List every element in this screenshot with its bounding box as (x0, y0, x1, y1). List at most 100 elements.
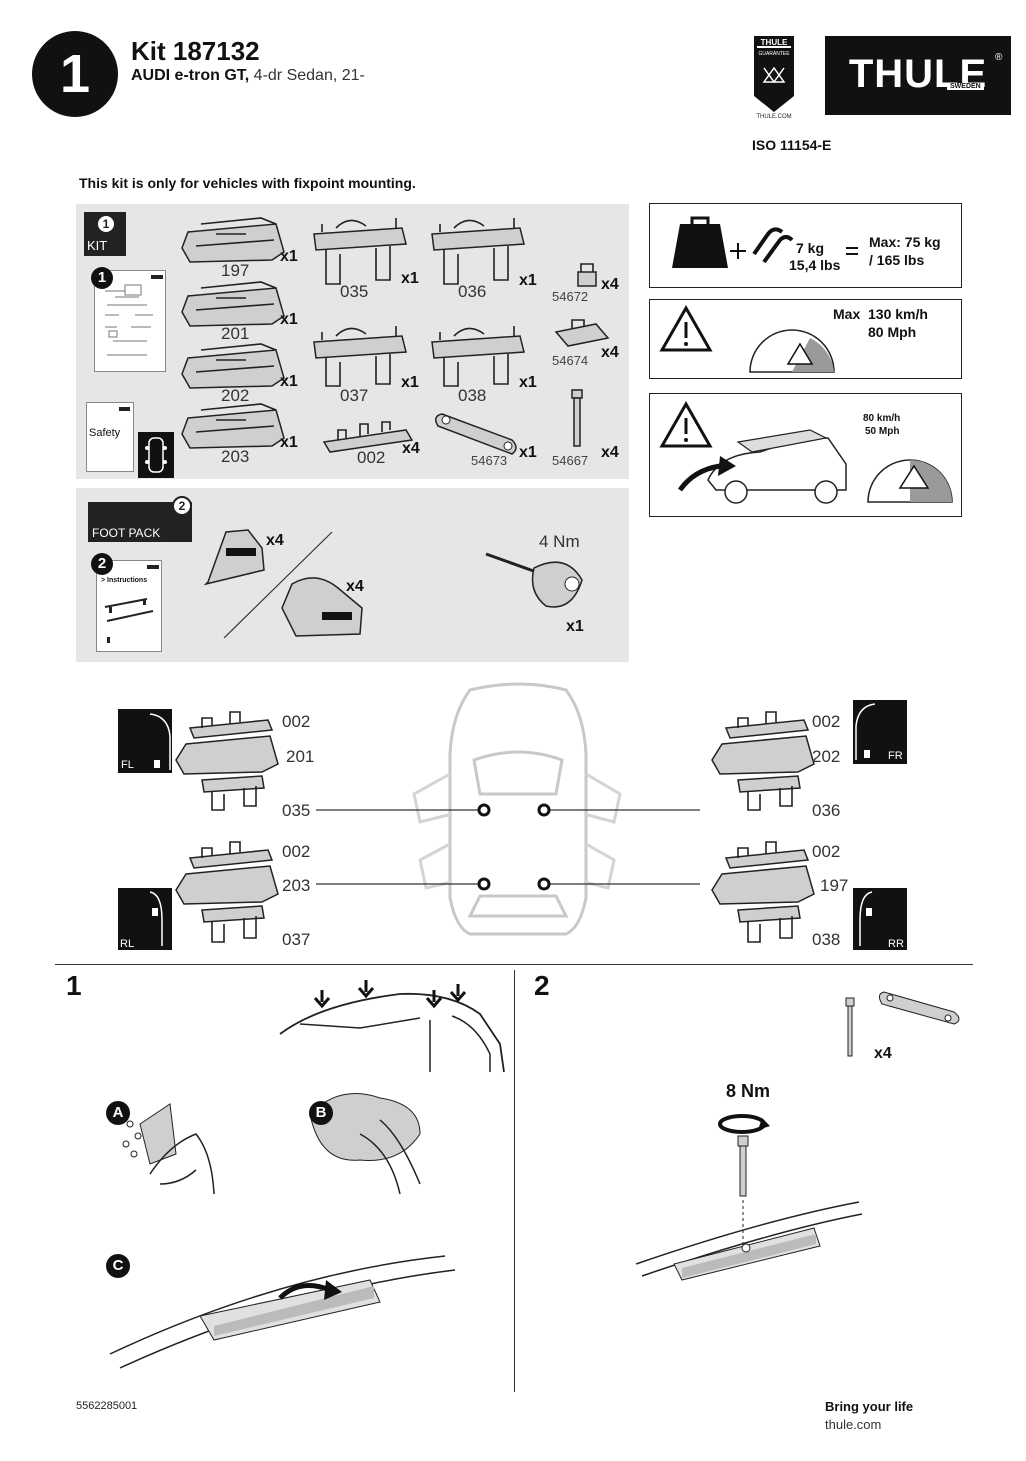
corner-fr-icon (853, 700, 907, 764)
max-load-box: 7 kg 15,4 lbs Max: 75 kg / 165 lbs (649, 203, 962, 288)
fr-pad-code: 002 (812, 712, 841, 731)
manual-thumbnail-icon (105, 275, 163, 356)
thule-foot-b-icon (281, 577, 363, 637)
warning-car-speedometer-icon (659, 400, 953, 504)
bracket-036-icon (431, 218, 525, 285)
footer-tagline: Bring your life (825, 1399, 914, 1414)
kit-badge-label: KIT (87, 238, 108, 253)
part-code-54667: 54667 (552, 453, 589, 468)
max-speed-box: Max 130 km/h 80 Mph (649, 299, 962, 379)
sub-step-a-label: A (112, 1104, 124, 1121)
clip-54674-icon (554, 319, 610, 347)
speed-max-mph: 80 Mph (868, 324, 917, 340)
foot-pack-badge-label: FOOT PACK (92, 526, 161, 540)
foot-pack-manual-label: > Instructions (101, 577, 148, 584)
corner-rr-label: RR (888, 938, 904, 950)
roof-rail-wipe-icon (109, 1255, 456, 1369)
speed-max-kmh: 130 km/h (868, 306, 928, 322)
part-code-036: 036 (458, 282, 487, 301)
vehicle-line: AUDI e-tron GT, 4-dr Sedan, 21- (131, 67, 365, 85)
guarantee-shield-icon (754, 36, 794, 112)
roof-bars-icon (104, 598, 154, 643)
kit-weight-lbs: 15,4 lbs (789, 257, 841, 273)
part-qty-002: x4 (402, 440, 420, 457)
part-qty-036: x1 (519, 272, 537, 289)
corner-rl-icon (118, 888, 172, 950)
part-qty-201: x1 (280, 311, 298, 328)
foot-pack-manual-number: 2 (91, 553, 113, 575)
bracket-035-icon (313, 218, 407, 285)
step-2-number: 2 (534, 970, 550, 1001)
fr-foot-code: 202 (812, 747, 841, 766)
fr-part-stack-icon (711, 711, 815, 811)
placement-diagram (118, 682, 907, 950)
tool-torque: 4 Nm (539, 532, 580, 551)
step-number: 1 (59, 44, 91, 104)
kit-manual: 1 (91, 267, 166, 372)
foot-pack-panel: 2 FOOT PACK > Instructions 2 x4 x4 4 Nm … (76, 488, 629, 662)
fixpoint-notice: This kit is only for vehicles with fixpo… (79, 175, 416, 191)
part-code-035: 035 (340, 282, 369, 301)
step-number-badge: 1 (32, 31, 118, 117)
thule-logo: THULE SWEDEN ® (825, 36, 1011, 115)
part-code-203: 203 (221, 447, 250, 466)
corner-rl-label: RL (120, 938, 135, 950)
iso-standard: ISO 11154-E (752, 137, 832, 153)
registered-icon: ® (995, 52, 1003, 63)
kit-title: Kit 187132 (131, 36, 260, 66)
clamp-pad-002-icon (322, 421, 414, 453)
check-speed-kmh: 80 km/h (863, 413, 901, 424)
rr-bracket-code: 038 (812, 930, 841, 949)
kit-parts-drawing (181, 217, 610, 455)
plate-54673-icon (435, 413, 517, 455)
car-roof-arrows-icon (279, 980, 505, 1073)
rl-foot-code: 203 (282, 876, 311, 895)
vehicle-model: AUDI e-tron GT, (131, 67, 250, 84)
sub-step-a-badge: A (106, 1101, 130, 1125)
max-load-kg: Max: 75 kg (869, 234, 941, 250)
max-load-lbs: / 165 lbs (869, 252, 925, 268)
safety-document: Safety (86, 402, 134, 472)
bracket-037-icon (313, 326, 407, 387)
foot-pad-202-icon (181, 343, 285, 389)
kit-box-icon: 1 KIT (84, 212, 126, 256)
part-qty-54674: x4 (601, 344, 619, 361)
part-qty-54667: x4 (601, 444, 619, 461)
manual-number: 1 (91, 267, 113, 289)
weight-plus-bars-icon (672, 216, 858, 268)
kit-badge-number: 1 (98, 216, 114, 232)
sub-step-b-label: B (315, 1104, 327, 1121)
document-number: 5562285001 (76, 1400, 138, 1412)
thule-logo-text: THULE (848, 52, 988, 96)
speed-max-label: Max (833, 306, 861, 322)
foot-pad-201-icon (181, 281, 285, 327)
foot-qty-b: x4 (346, 578, 364, 595)
rl-pad-code: 002 (282, 842, 311, 861)
part-qty-197: x1 (280, 248, 298, 265)
part-qty-035: x1 (401, 270, 419, 287)
fixpoint-markers (477, 803, 551, 891)
safety-car-icon (138, 432, 174, 478)
corner-fl-icon (118, 709, 172, 773)
bracket-038-icon (431, 326, 525, 387)
rr-foot-code: 197 (820, 876, 849, 895)
rl-part-stack-icon (175, 841, 279, 943)
nut-54672-icon (577, 263, 597, 287)
foot-pack-drawing (203, 529, 583, 639)
corner-fl-label: FL (121, 759, 134, 771)
guarantee-brand: THULE (760, 38, 788, 47)
step-2-drawing (635, 991, 960, 1281)
hands-cloth-icon (309, 1093, 421, 1195)
corner-fr-label: FR (888, 750, 903, 762)
kit-weight-kg: 7 kg (796, 240, 825, 256)
rr-part-stack-icon (711, 841, 815, 943)
foot-pack-manual: > Instructions 2 (91, 553, 162, 652)
roof-rail-bolt-icon (635, 1201, 863, 1281)
tool-qty: x1 (566, 618, 584, 635)
rl-bracket-code: 037 (282, 930, 311, 949)
part-qty-038: x1 (519, 374, 537, 391)
part-qty-037: x1 (401, 374, 419, 391)
part-qty-54672: x4 (601, 276, 619, 293)
fl-bracket-code: 035 (282, 801, 311, 820)
guarantee-badge: THULE GUARANTEE THULE.COM (752, 34, 796, 122)
